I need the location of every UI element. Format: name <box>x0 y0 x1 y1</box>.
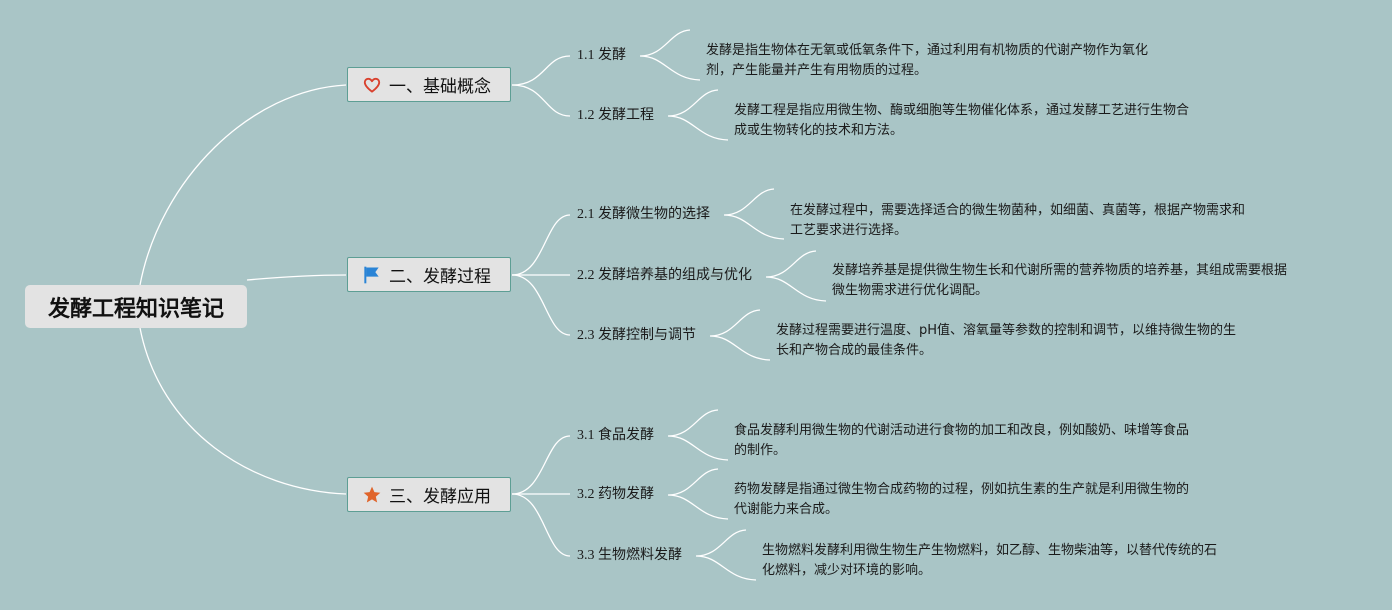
connector-branch-3-topic-3 <box>511 493 571 557</box>
flag-icon <box>362 265 382 285</box>
desc-line: 在发酵过程中，需要选择适合的微生物菌种，如细菌、真菌等，根据产物需求和 <box>790 203 1246 218</box>
desc-1-1: 发酵是指生物体在无氧或低氧条件下，通过利用有机物质的代谢产物作为氧化 剂，产生能… <box>706 41 1148 81</box>
desc-line: 代谢能力来合成。 <box>734 502 839 517</box>
brace-2-2 <box>765 250 827 302</box>
desc-line: 化燃料，减少对环境的影响。 <box>762 563 932 578</box>
topic-2-3[interactable]: 2.3 发酵控制与调节 <box>577 328 696 343</box>
desc-line: 发酵工程是指应用微生物、酶或细胞等生物催化体系，通过发酵工艺进行生物合 <box>734 103 1190 118</box>
connector-branch-2-topic-3 <box>511 274 571 336</box>
branch-fermentation-process[interactable]: 二、发酵过程 <box>347 257 511 292</box>
desc-line: 工艺要求进行选择。 <box>790 223 908 238</box>
brace-2-3 <box>709 309 771 361</box>
desc-line: 发酵是指生物体在无氧或低氧条件下，通过利用有机物质的代谢产物作为氧化 <box>706 43 1149 58</box>
desc-3-2: 药物发酵是指通过微生物合成药物的过程，例如抗生素的生产就是利用微生物的 代谢能力… <box>734 480 1189 520</box>
topic-1-2[interactable]: 1.2 发酵工程 <box>577 108 654 123</box>
topic-2-1[interactable]: 2.1 发酵微生物的选择 <box>577 207 710 222</box>
desc-2-1: 在发酵过程中，需要选择适合的微生物菌种，如细菌、真菌等，根据产物需求和 工艺要求… <box>790 201 1245 241</box>
branch-label: 二、发酵过程 <box>389 267 491 287</box>
connector-branch-1-topic-2 <box>511 84 571 117</box>
desc-line: 发酵过程需要进行温度、pH值、溶氧量等参数的控制和调节，以维持微生物的生 <box>776 323 1237 338</box>
branch-label: 三、发酵应用 <box>389 487 491 507</box>
brace-1-2 <box>667 89 729 141</box>
desc-line: 成或生物转化的技术和方法。 <box>734 123 904 138</box>
desc-line: 发酵培养基是提供微生物生长和代谢所需的营养物质的培养基，其组成需要根据 <box>832 263 1288 278</box>
topic-1-1[interactable]: 1.1 发酵 <box>577 48 626 63</box>
connector-root-branch-1 <box>139 84 347 286</box>
branch-basic-concepts[interactable]: 一、基础概念 <box>347 67 511 102</box>
star-icon <box>362 485 382 505</box>
connector-branch-3-topic-1 <box>511 435 571 495</box>
desc-line: 长和产物合成的最佳条件。 <box>776 343 933 358</box>
brace-3-2 <box>667 468 729 520</box>
desc-line: 食品发酵利用微生物的代谢活动进行食物的加工和改良，例如酸奶、味增等食品 <box>734 423 1190 438</box>
desc-line: 药物发酵是指通过微生物合成药物的过程，例如抗生素的生产就是利用微生物的 <box>734 482 1190 497</box>
desc-line: 剂，产生能量并产生有用物质的过程。 <box>706 63 928 78</box>
brace-3-1 <box>667 409 729 461</box>
topic-3-2[interactable]: 3.2 药物发酵 <box>577 487 654 502</box>
branch-fermentation-applications[interactable]: 三、发酵应用 <box>347 477 511 512</box>
desc-line: 生物燃料发酵利用微生物生产生物燃料，如乙醇、生物柴油等，以替代传统的石 <box>762 543 1218 558</box>
branch-label: 一、基础概念 <box>389 77 491 97</box>
connector-root-branch-3 <box>139 327 347 495</box>
connector-branch-1-topic-1 <box>511 55 571 86</box>
desc-line: 微生物需求进行优化调配。 <box>832 283 989 298</box>
desc-1-2: 发酵工程是指应用微生物、酶或细胞等生物催化体系，通过发酵工艺进行生物合 成或生物… <box>734 101 1189 141</box>
heart-icon <box>362 75 382 95</box>
brace-2-1 <box>723 188 785 240</box>
topic-3-1[interactable]: 3.1 食品发酵 <box>577 428 654 443</box>
desc-2-3: 发酵过程需要进行温度、pH值、溶氧量等参数的控制和调节，以维持微生物的生 长和产… <box>776 321 1236 361</box>
central-topic[interactable]: 发酵工程知识笔记 <box>25 285 247 328</box>
desc-2-2: 发酵培养基是提供微生物生长和代谢所需的营养物质的培养基，其组成需要根据 微生物需… <box>832 261 1287 301</box>
desc-3-3: 生物燃料发酵利用微生物生产生物燃料，如乙醇、生物柴油等，以替代传统的石 化燃料，… <box>762 541 1217 581</box>
desc-3-1: 食品发酵利用微生物的代谢活动进行食物的加工和改良，例如酸奶、味增等食品 的制作。 <box>734 421 1189 461</box>
topic-3-3[interactable]: 3.3 生物燃料发酵 <box>577 548 682 563</box>
connector-branch-2-topic-1 <box>511 214 571 276</box>
desc-line: 的制作。 <box>734 443 787 458</box>
topic-2-2[interactable]: 2.2 发酵培养基的组成与优化 <box>577 268 752 283</box>
brace-1-1 <box>639 29 701 81</box>
connector-root-branch-2 <box>246 274 347 281</box>
brace-3-3 <box>695 529 757 581</box>
